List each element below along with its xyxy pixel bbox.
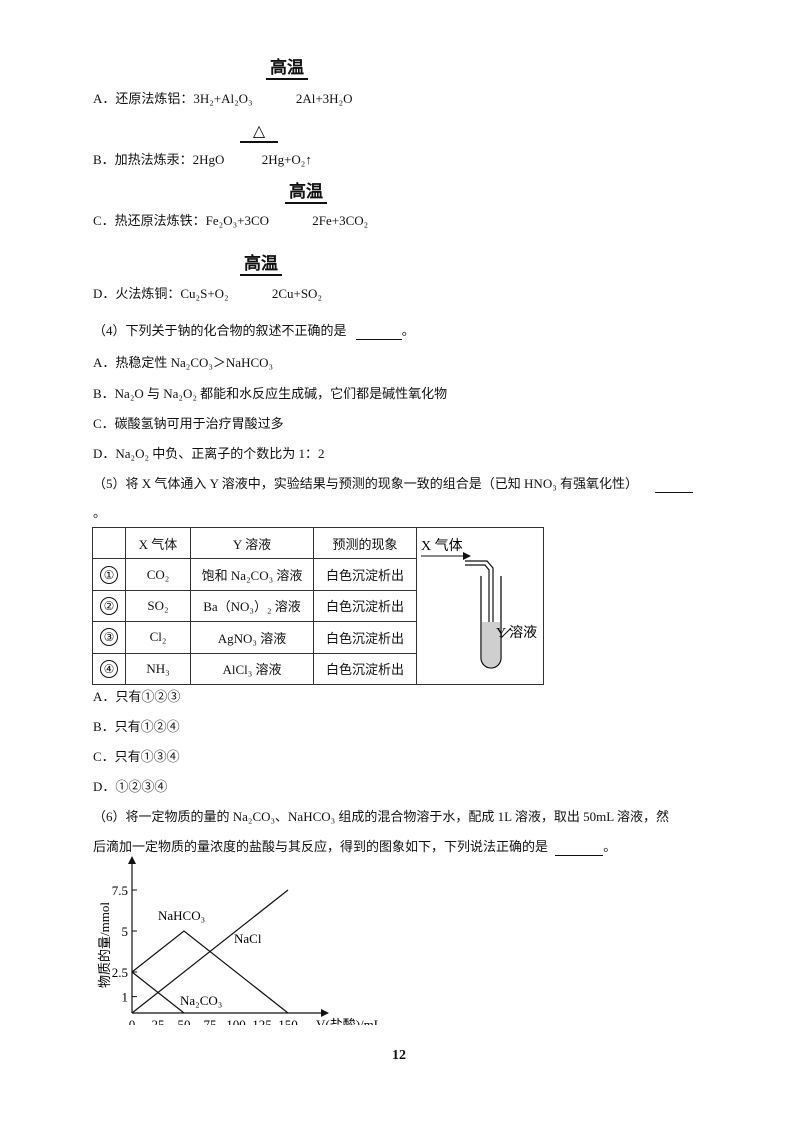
q4-option-a: A．热稳定性 Na₂CO₃＞NaHCO₃ xyxy=(93,355,274,370)
option-d-left: D．火法炼铜：Cu₂S+O₂ xyxy=(93,286,229,301)
header-cell: X 气体 xyxy=(125,526,191,560)
x-tick-label: 50 xyxy=(178,1017,191,1025)
label-leader xyxy=(500,627,512,639)
q5-option-b: B．只有①②④ xyxy=(93,719,180,734)
y-solution: AlCl₃ 溶液 xyxy=(190,652,314,686)
q6-line2: 后滴加一定物质的量浓度的盐酸与其反应，得到的图象如下，下列说法正确的是 。 xyxy=(93,836,616,856)
option-d-right: 2Cu+SO₂ xyxy=(271,286,322,301)
option-b: B．加热法炼汞：2HgO 2Hg+O₂↑ xyxy=(93,149,312,168)
table-row: ③ Cl₂ AgNO₃ 溶液 白色沉淀析出 xyxy=(92,621,544,654)
option-a-right: 2Al+3H₂O xyxy=(295,91,353,106)
solution xyxy=(481,622,501,668)
x-axis-arrow xyxy=(321,1009,329,1017)
test-tube xyxy=(480,576,502,669)
x-tick-label: 0 xyxy=(129,1017,136,1025)
y-tick-label: 2.5 xyxy=(112,965,128,980)
delivery-tube xyxy=(465,560,494,654)
na2co3-line xyxy=(131,971,185,1014)
series-label: NaHCO₃ xyxy=(158,908,205,923)
q5-option-d: D．①②③④ xyxy=(93,779,168,794)
apparatus-cell: X 气体 Y 溶液 xyxy=(416,527,544,685)
q6-end: 。 xyxy=(603,839,617,854)
x-tick-label: 25 xyxy=(152,1017,165,1025)
row-number: ③ xyxy=(92,621,126,654)
amount-vs-hcl-chart: 物质的量/mmol 0 25 50 75 100 125 150 1 2.5 5 7.5NaHCO₃… xyxy=(97,856,382,1025)
x-tick-label: 75 xyxy=(204,1017,217,1025)
q4-end: 。 xyxy=(401,323,415,338)
prediction: 白色沉淀析出 xyxy=(313,621,417,654)
condition-c: 高温 xyxy=(285,182,327,204)
x-gas: SO₂ xyxy=(125,589,191,623)
x-gas: NH₃ xyxy=(125,652,191,686)
fig-x-label: X 气体 xyxy=(421,538,463,554)
table-row: ④ NH₃ AlCl₃ 溶液 白色沉淀析出 xyxy=(92,652,544,686)
q6-line2-text: 后滴加一定物质的量浓度的盐酸与其反应，得到的图象如下，下列说法正确的是 xyxy=(93,839,549,854)
option-a-left: A．还原法炼铝：3H₂+Al₂O₃ xyxy=(93,91,253,106)
option-c-left: C．热还原法炼铁：Fe₂O₃+3CO xyxy=(93,213,270,228)
option-b-right: 2Hg+O₂↑ xyxy=(261,152,312,167)
option-d: D．火法炼铜：Cu₂S+O₂ 2Cu+SO₂ xyxy=(93,283,322,302)
table-row: ② SO₂ Ba（NO₃）₂ 溶液 白色沉淀析出 xyxy=(92,589,544,623)
option-c-right: 2Fe+3CO₂ xyxy=(312,213,369,228)
y-solution: AgNO₃ 溶液 xyxy=(190,621,314,654)
q4-stem-text: （4）下列关于钠的化合物的叙述不正确的是 xyxy=(93,323,347,338)
prediction: 白色沉淀析出 xyxy=(313,558,417,591)
header-cell: Y 溶液 xyxy=(190,526,314,560)
q4-stem: （4）下列关于钠的化合物的叙述不正确的是 。 xyxy=(93,320,415,340)
table-header-row: X 气体 Y 溶液 预测的现象 X 气体 Y 溶液 xyxy=(92,526,544,685)
option-c: C．热还原法炼铁：Fe₂O₃+3CO 2Fe+3CO₂ xyxy=(93,210,368,229)
table-row: ① CO₂ 饱和 Na₂CO₃ 溶液 白色沉淀析出 xyxy=(92,558,544,591)
y-solution: Ba（NO₃）₂ 溶液 xyxy=(190,589,314,623)
condition-b: △ xyxy=(240,121,278,143)
x-tick-label: 100 xyxy=(226,1017,246,1025)
y-tick-label: 1 xyxy=(122,990,129,1005)
nahco3-line xyxy=(131,930,289,1014)
condition-a: 高温 xyxy=(266,58,308,80)
q5-answer-blank[interactable] xyxy=(655,476,694,493)
q4-option-c: C．碳酸氢钠可用于治疗胃酸过多 xyxy=(93,416,284,431)
prediction: 白色沉淀析出 xyxy=(313,589,417,623)
x-axis-label: V(盐酸)/mL xyxy=(316,1017,382,1025)
row-number: ② xyxy=(92,589,126,623)
option-b-left: B．加热法炼汞：2HgO xyxy=(93,152,225,167)
y-axis-label: 物质的量/mmol xyxy=(97,902,112,988)
y-tick-label: 5 xyxy=(122,924,129,939)
q4-option-b: B．Na₂O 与 Na₂O₂ 都能和水反应生成碱，它们都是碱性氧化物 xyxy=(93,386,448,401)
prediction: 白色沉淀析出 xyxy=(313,652,417,686)
y-axis-arrow xyxy=(128,856,136,864)
header-cell xyxy=(92,526,126,560)
q4-option-d: D．Na₂O₂ 中负、正离子的个数比为 1：2 xyxy=(93,446,325,461)
row-number: ① xyxy=(92,558,126,591)
q4-answer-blank[interactable] xyxy=(355,323,402,340)
row-number: ④ xyxy=(92,652,126,686)
q6-answer-blank[interactable] xyxy=(555,839,604,856)
q5-option-c: C．只有①③④ xyxy=(93,749,180,764)
header-cell: 预测的现象 xyxy=(313,526,417,560)
q5-table: X 气体 Y 溶液 预测的现象 X 气体 Y 溶液 ① CO₂ 饱和 Na₂CO… xyxy=(92,526,544,686)
page-number: 12 xyxy=(392,1048,406,1063)
option-a: A．还原法炼铝：3H₂+Al₂O₃ 2Al+3H₂O xyxy=(93,88,352,107)
q5-stem: （5）将 X 气体通入 Y 溶液中，实验结果与预测的现象一致的组合是（已知 HN… xyxy=(93,473,694,493)
delivery-tube-inner xyxy=(465,564,490,654)
y-solution: 饱和 Na₂CO₃ 溶液 xyxy=(190,558,314,591)
test-tube-figure: X 气体 Y 溶液 xyxy=(421,538,537,669)
q5-stem-text: （5）将 X 气体通入 Y 溶液中，实验结果与预测的现象一致的组合是（已知 HN… xyxy=(93,476,638,491)
q5-end: 。 xyxy=(93,505,107,520)
arrow-head xyxy=(463,552,471,560)
condition-d: 高温 xyxy=(240,254,282,276)
series-label: NaCl xyxy=(234,931,262,946)
x-gas: Cl₂ xyxy=(125,621,191,654)
series-label: Na₂CO₃ xyxy=(180,993,222,1008)
q5-option-a: A．只有①②③ xyxy=(93,689,181,704)
fig-y-label: Y 溶液 xyxy=(496,625,537,641)
y-tick-label: 7.5 xyxy=(112,883,128,898)
x-gas: CO₂ xyxy=(125,558,191,591)
x-tick-label: 150 xyxy=(278,1017,298,1025)
x-tick-label: 125 xyxy=(252,1017,272,1025)
q6-line1: （6）将一定物质的量的 Na₂CO₃、NaHCO₃ 组成的混合物溶于水，配成 1… xyxy=(93,809,669,824)
